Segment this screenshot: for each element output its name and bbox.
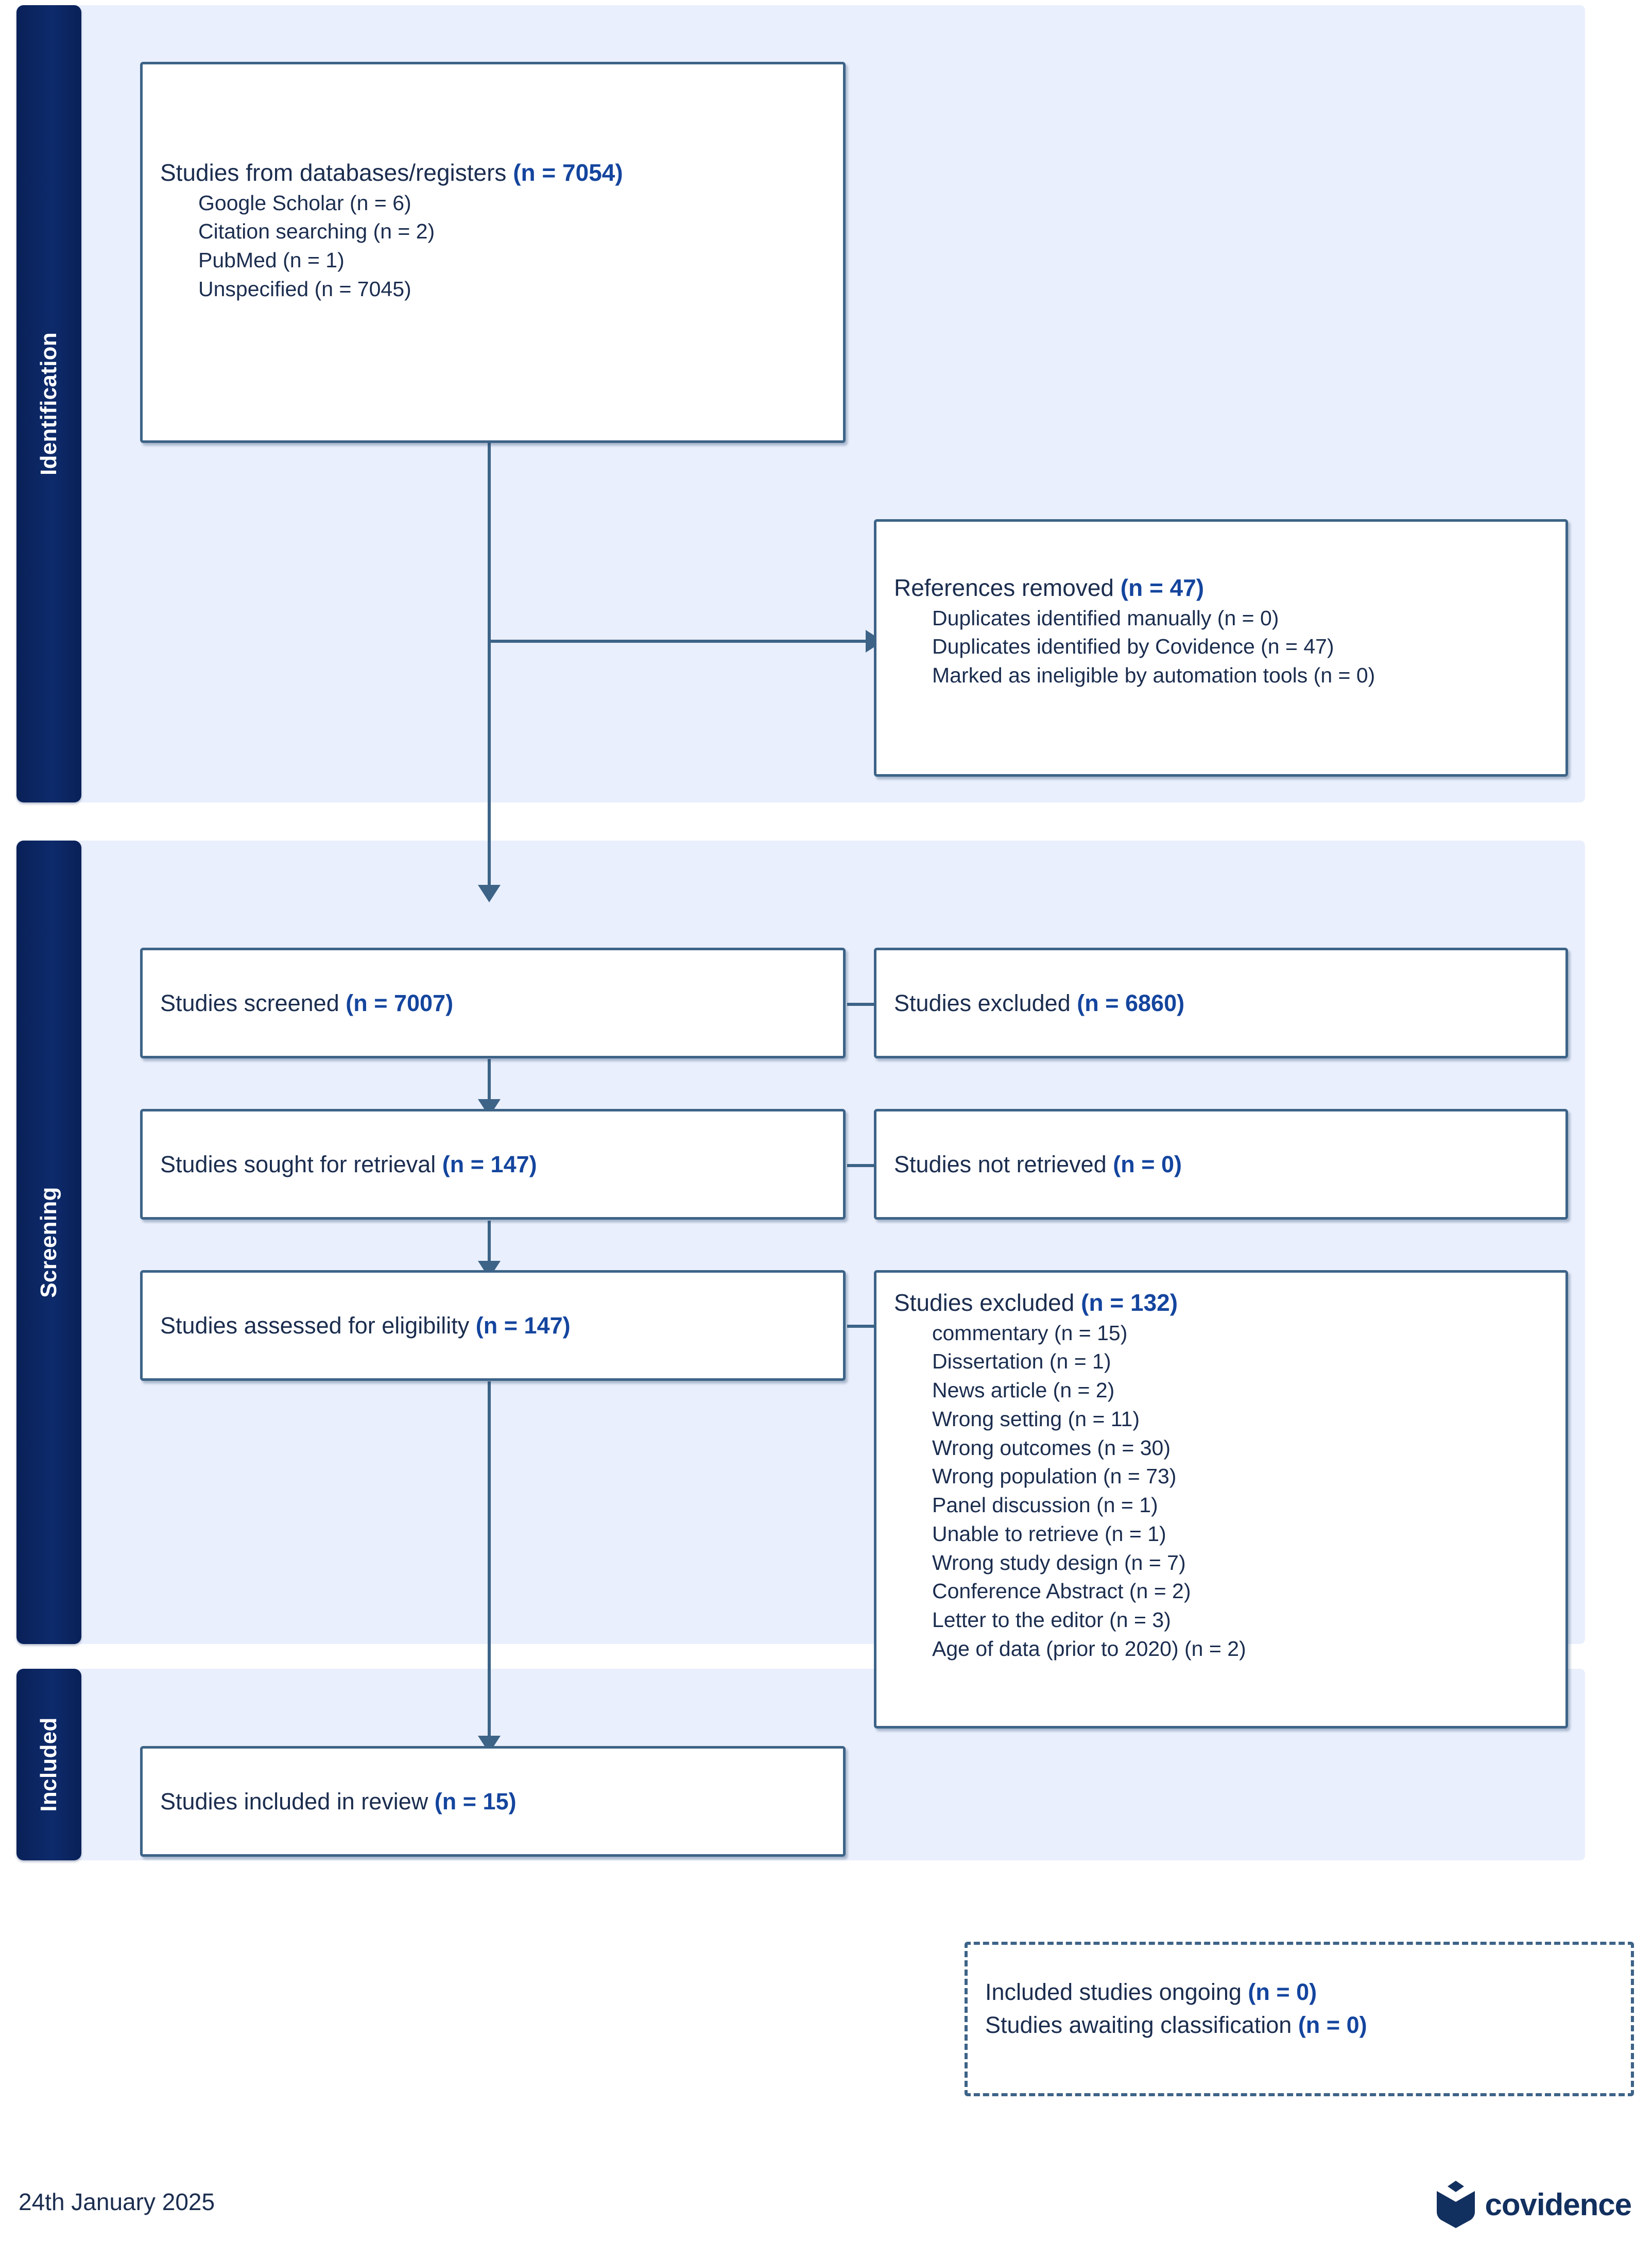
sidebar-label-screening: Screening bbox=[36, 1187, 61, 1298]
connector-assessed-to-included bbox=[488, 1381, 491, 1752]
exclusion-reason: Dissertation (n = 1) bbox=[932, 1349, 1111, 1374]
footer-date: 24th January 2025 bbox=[19, 2188, 215, 2215]
studies-sought-label: Studies sought for retrieval (n = 147) bbox=[160, 1151, 537, 1177]
sidebar-item-identification: Identification bbox=[16, 5, 81, 802]
box-studies-not-retrieved: Studies not retrieved (n = 0) bbox=[874, 1109, 1568, 1220]
studies-excluded-eligibility-header: Studies excluded (n = 132) bbox=[894, 1289, 1178, 1316]
studies-not-retrieved-count: (n = 0) bbox=[1113, 1151, 1182, 1177]
studies-awaiting-classification-count: (n = 0) bbox=[1298, 2011, 1367, 2038]
box-studies-from-databases: Studies from databases/registers (n = 70… bbox=[140, 62, 846, 443]
references-removed-subline: Duplicates identified by Covidence (n = … bbox=[932, 635, 1334, 659]
studies-awaiting-classification-label: Studies awaiting classification (n = 0) bbox=[985, 2011, 1367, 2038]
sidebar-item-included: Included bbox=[16, 1669, 81, 1860]
studies-not-retrieved-label: Studies not retrieved (n = 0) bbox=[894, 1151, 1182, 1177]
references-removed-count: (n = 47) bbox=[1120, 574, 1204, 601]
references-removed-header: References removed (n = 47) bbox=[894, 574, 1204, 601]
connector-screened-to-excluded bbox=[847, 1003, 874, 1006]
exclusion-reason: Unable to retrieve (n = 1) bbox=[932, 1521, 1166, 1546]
references-removed-subline: Marked as ineligible by automation tools… bbox=[932, 663, 1375, 688]
box-references-removed: References removed (n = 47) Duplicates i… bbox=[874, 519, 1568, 777]
studies-excluded-screening-label: Studies excluded (n = 6860) bbox=[894, 989, 1185, 1016]
covidence-logo-icon bbox=[1435, 2180, 1477, 2229]
studies-sought-count: (n = 147) bbox=[442, 1151, 537, 1177]
references-removed-subline: Duplicates identified manually (n = 0) bbox=[932, 606, 1279, 630]
connector-trunk-identification bbox=[488, 442, 491, 885]
databases-count: (n = 7054) bbox=[513, 159, 623, 186]
sidebar-label-identification: Identification bbox=[36, 332, 61, 475]
exclusion-reason: Age of data (prior to 2020) (n = 2) bbox=[932, 1636, 1246, 1661]
exclusion-reason: commentary (n = 15) bbox=[932, 1321, 1128, 1345]
exclusion-reason: Conference Abstract (n = 2) bbox=[932, 1579, 1191, 1603]
connector-sought-to-notretrieved bbox=[847, 1164, 874, 1167]
connector-assessed-to-excluded bbox=[847, 1325, 874, 1328]
connector-to-references-removed bbox=[488, 640, 866, 643]
box-studies-excluded-eligibility: Studies excluded (n = 132) commentary (n… bbox=[874, 1270, 1568, 1729]
studies-included-count: (n = 15) bbox=[434, 1788, 517, 1815]
studies-screened-count: (n = 7007) bbox=[346, 989, 454, 1016]
sidebar-item-screening: Screening bbox=[16, 841, 81, 1644]
box-studies-included-in-review: Studies included in review (n = 15) bbox=[140, 1746, 846, 1857]
box-ongoing-awaiting: Included studies ongoing (n = 0) Studies… bbox=[965, 1942, 1634, 2096]
box-studies-excluded-screening: Studies excluded (n = 6860) bbox=[874, 948, 1568, 1058]
included-studies-ongoing-label: Included studies ongoing (n = 0) bbox=[985, 1979, 1317, 2005]
exclusion-reason: Panel discussion (n = 1) bbox=[932, 1493, 1158, 1517]
arrowhead-screened bbox=[478, 885, 501, 902]
exclusion-reason: Letter to the editor (n = 3) bbox=[932, 1608, 1171, 1632]
exclusion-reason: Wrong study design (n = 7) bbox=[932, 1550, 1186, 1575]
box-studies-screened: Studies screened (n = 7007) bbox=[140, 948, 846, 1058]
databases-subline: Citation searching (n = 2) bbox=[198, 219, 435, 244]
databases-subline: Google Scholar (n = 6) bbox=[198, 191, 411, 215]
studies-included-label: Studies included in review (n = 15) bbox=[160, 1788, 517, 1815]
databases-subline: PubMed (n = 1) bbox=[198, 248, 345, 272]
sidebar-label-included: Included bbox=[36, 1717, 61, 1812]
studies-screened-label: Studies screened (n = 7007) bbox=[160, 989, 454, 1016]
connector-sought-to-assessed bbox=[488, 1221, 491, 1278]
studies-excluded-eligibility-count: (n = 132) bbox=[1081, 1289, 1178, 1316]
included-studies-ongoing-count: (n = 0) bbox=[1248, 1979, 1317, 2005]
studies-assessed-label: Studies assessed for eligibility (n = 14… bbox=[160, 1312, 571, 1339]
exclusion-reason: Wrong population (n = 73) bbox=[932, 1464, 1177, 1488]
box-studies-assessed-for-eligibility: Studies assessed for eligibility (n = 14… bbox=[140, 1270, 846, 1381]
studies-excluded-screening-count: (n = 6860) bbox=[1077, 989, 1185, 1016]
databases-header: Studies from databases/registers (n = 70… bbox=[160, 159, 623, 186]
covidence-brand: covidence bbox=[1435, 2180, 1632, 2229]
box-studies-sought-for-retrieval: Studies sought for retrieval (n = 147) bbox=[140, 1109, 846, 1220]
exclusion-reason: Wrong setting (n = 11) bbox=[932, 1407, 1140, 1431]
studies-assessed-count: (n = 147) bbox=[475, 1312, 571, 1339]
exclusion-reason: Wrong outcomes (n = 30) bbox=[932, 1435, 1171, 1460]
covidence-wordmark: covidence bbox=[1485, 2187, 1632, 2222]
connector-screened-to-sought bbox=[488, 1059, 491, 1116]
databases-subline: Unspecified (n = 7045) bbox=[198, 277, 411, 301]
exclusion-reason: News article (n = 2) bbox=[932, 1378, 1115, 1402]
